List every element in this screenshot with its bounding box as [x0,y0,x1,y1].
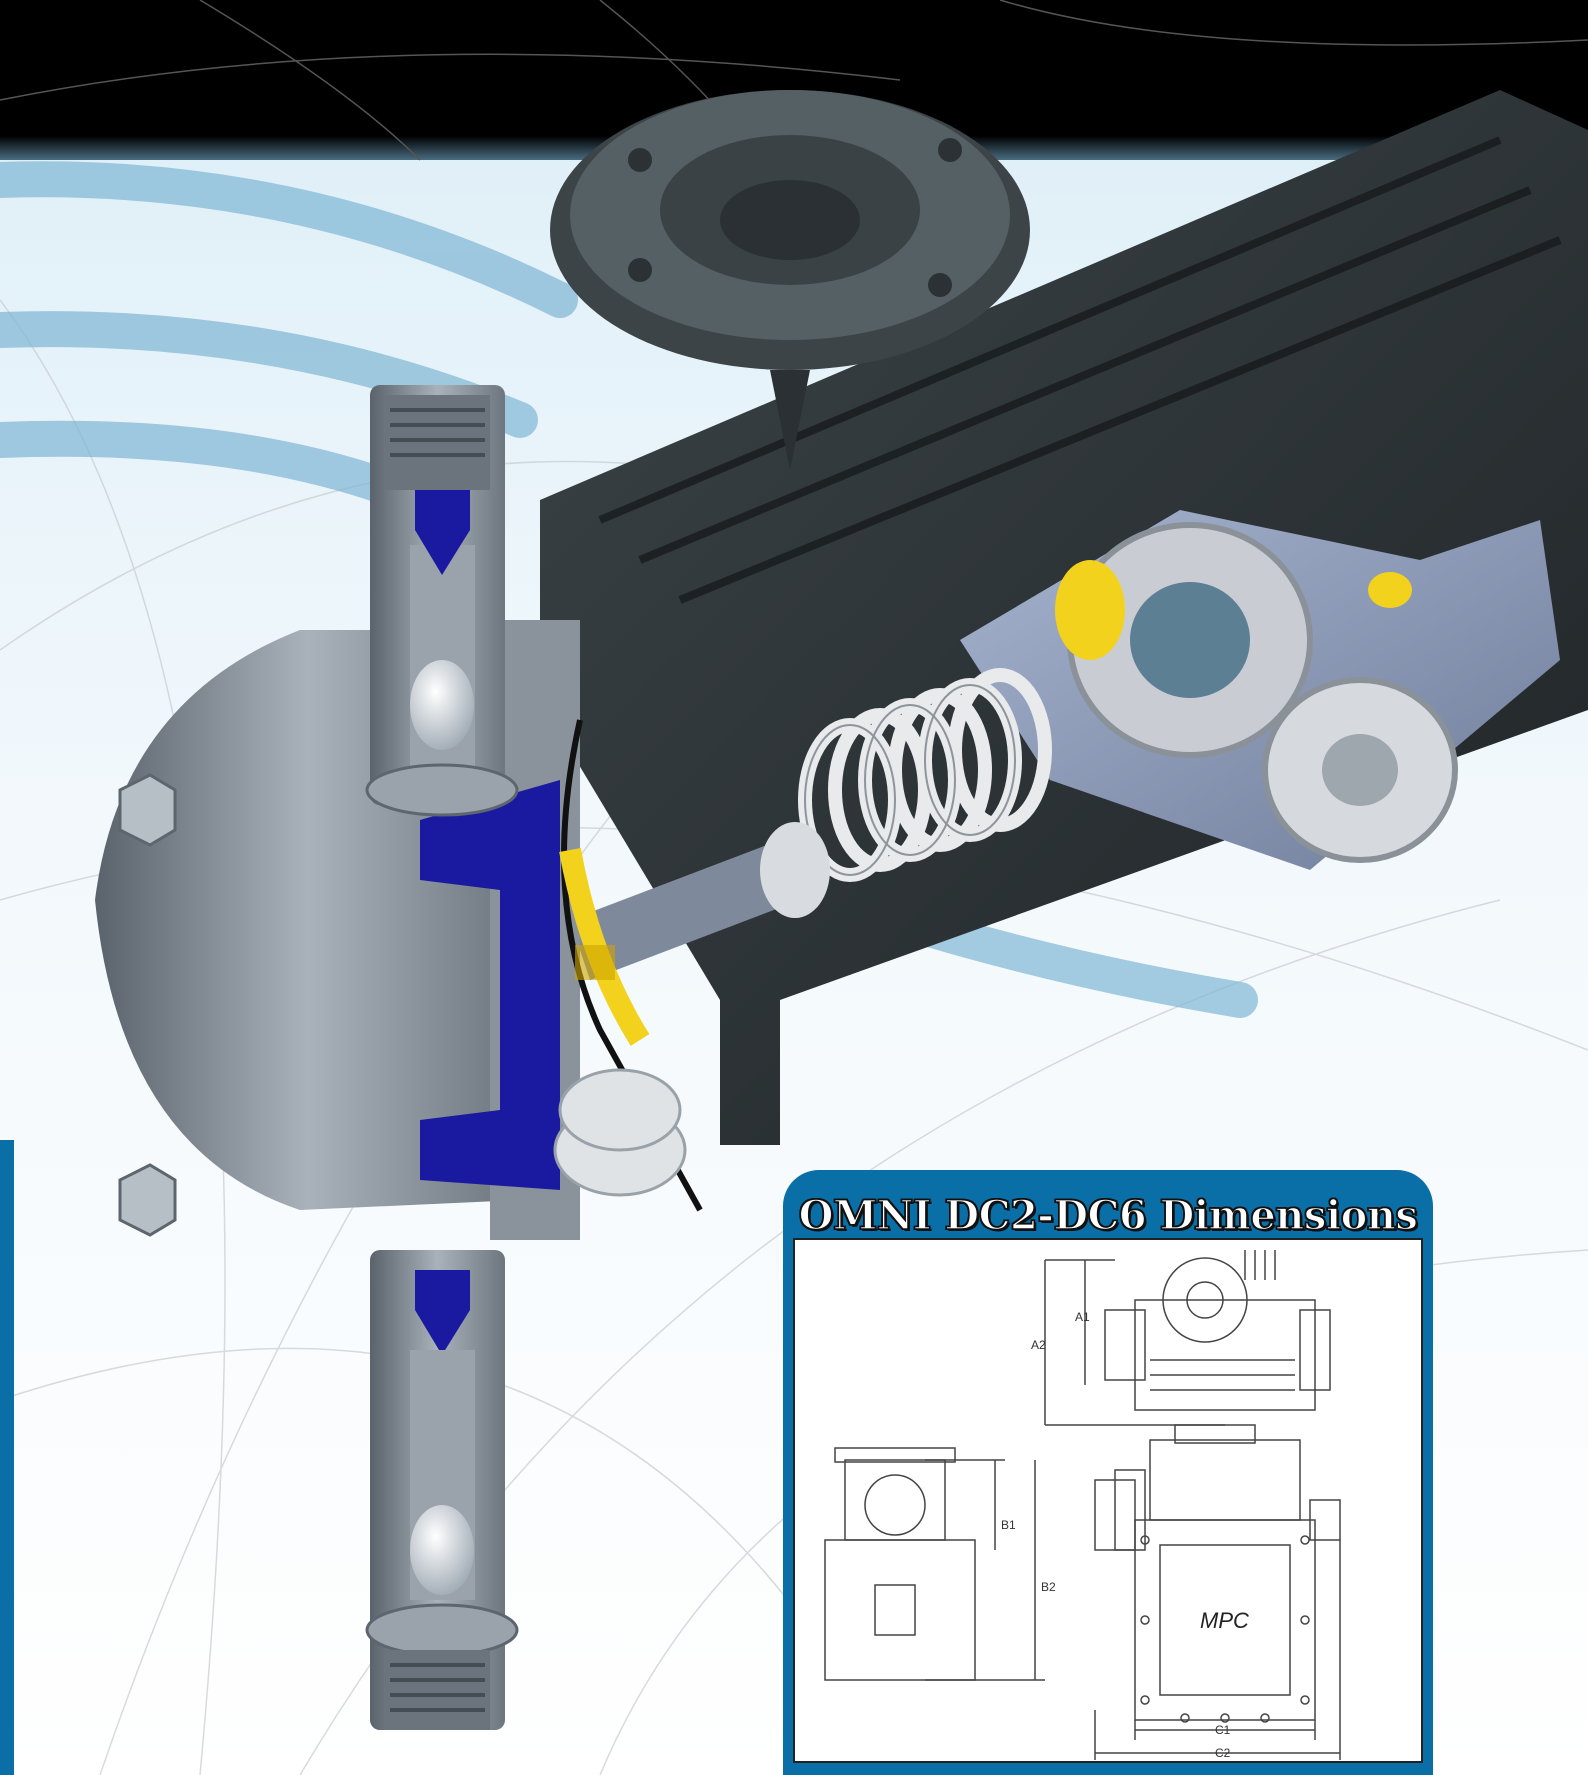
dimensions-title: OMNI DC2-DC6 Dimensions [798,1191,1419,1240]
dim-label-c2: C2 [1215,1746,1231,1760]
dimension-drawing [824,1250,1341,1760]
dim-label-b2: B2 [1041,1580,1056,1594]
dim-label-c1: C1 [1215,1723,1231,1737]
dim-label-b1: B1 [1001,1518,1016,1532]
dim-label-a2: A2 [1031,1338,1046,1352]
dimensions-panel: OMNI DC2-DC6 Dimensions [783,1170,1433,1775]
mpc-label: MPC [1200,1608,1249,1633]
dim-label-a1: A1 [1075,1310,1090,1324]
dimension-drawing-box: A1 A2 B1 B2 C1 C2 MPC [793,1238,1423,1763]
